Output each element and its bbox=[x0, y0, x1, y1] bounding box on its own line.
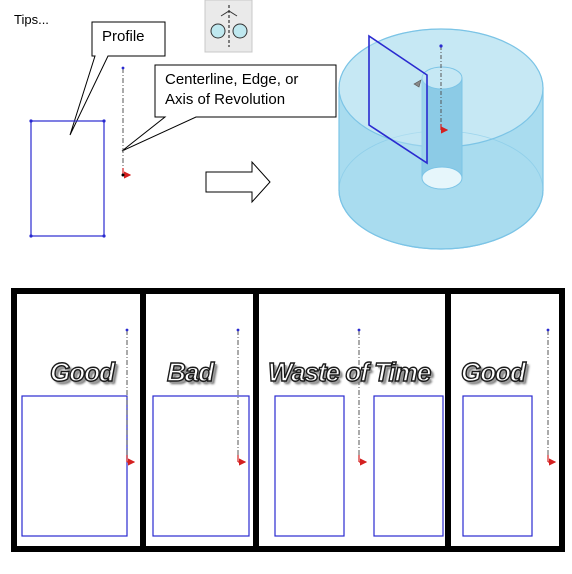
origin-marker-top bbox=[121, 168, 132, 179]
axis-callout-label-line2: Axis of Revolution bbox=[165, 91, 286, 108]
panel-3-sketch bbox=[274, 328, 444, 537]
axis-callout-label-line1: Centerline, Edge, or bbox=[165, 71, 299, 88]
profile-callout-label: Profile bbox=[102, 28, 145, 45]
panel-4-sketch bbox=[462, 328, 557, 537]
panel-3-verdict: Waste of Time bbox=[267, 356, 432, 387]
panel-1-sketch bbox=[21, 328, 136, 537]
result-arrow bbox=[205, 160, 271, 204]
profile-sketch-vertices bbox=[29, 119, 106, 238]
axis-callout bbox=[121, 64, 337, 152]
panel-2-verdict: Bad bbox=[166, 356, 215, 387]
panel-4-verdict: Good bbox=[460, 356, 526, 387]
comparison-frame bbox=[11, 288, 565, 552]
tips-heading: Tips... bbox=[14, 12, 49, 27]
panel-1-verdict: Good bbox=[49, 356, 115, 387]
revolved-solid bbox=[338, 28, 544, 250]
profile-callout bbox=[69, 21, 166, 136]
centerline-top-left bbox=[121, 66, 125, 175]
profile-sketch-rect bbox=[30, 120, 105, 237]
panel-2-sketch bbox=[152, 328, 250, 537]
revolve-icon[interactable] bbox=[204, 0, 253, 53]
